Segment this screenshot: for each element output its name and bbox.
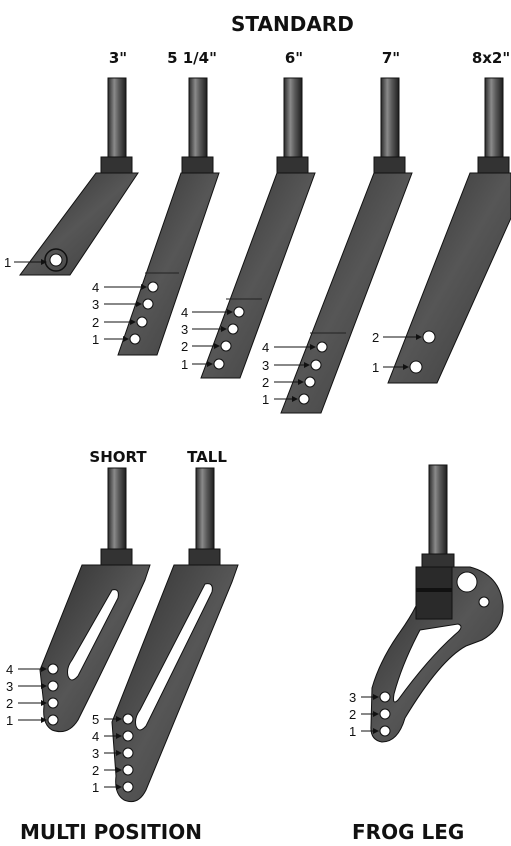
size-label-3in: 3"	[108, 49, 128, 67]
shank-7in: 4 3 2 1	[262, 77, 413, 414]
heading-frog-leg: FROG LEG	[352, 820, 465, 844]
shank-6in: 4 3 2 1	[181, 77, 316, 379]
shank-frog-leg: 3 2 1	[349, 464, 504, 743]
heading-standard: STANDARD	[231, 12, 354, 36]
svg-text:1: 1	[349, 724, 356, 739]
svg-text:3: 3	[6, 679, 13, 694]
shank-multi-short: 4 3 2 1	[6, 467, 151, 733]
svg-text:2: 2	[181, 339, 188, 354]
shank-8x2in: 2 1	[372, 77, 511, 384]
size-label-7in: 7"	[381, 49, 401, 67]
svg-text:3: 3	[349, 690, 356, 705]
svg-text:5: 5	[92, 712, 99, 727]
svg-text:2: 2	[92, 315, 99, 330]
svg-text:2: 2	[349, 707, 356, 722]
svg-text:3: 3	[181, 322, 188, 337]
shank-multi-tall: 5 4 3 2 1	[92, 467, 239, 803]
svg-text:1: 1	[181, 357, 188, 372]
svg-text:3: 3	[92, 297, 99, 312]
svg-text:2: 2	[262, 375, 269, 390]
svg-text:1: 1	[4, 255, 11, 270]
svg-text:2: 2	[372, 330, 379, 345]
size-label-short: SHORT	[89, 448, 147, 466]
svg-text:4: 4	[181, 305, 188, 320]
svg-text:3: 3	[92, 746, 99, 761]
svg-text:2: 2	[92, 763, 99, 778]
svg-text:1: 1	[262, 392, 269, 407]
svg-text:3: 3	[262, 358, 269, 373]
shank-3in: 1	[4, 77, 139, 276]
svg-text:2: 2	[6, 696, 13, 711]
svg-text:1: 1	[92, 332, 99, 347]
svg-text:1: 1	[6, 713, 13, 728]
svg-text:1: 1	[92, 780, 99, 795]
heading-multi-position: MULTI POSITION	[20, 820, 202, 844]
size-label-tall: TALL	[187, 448, 227, 466]
svg-text:4: 4	[92, 729, 99, 744]
svg-text:4: 4	[92, 280, 99, 295]
size-label-6in: 6"	[284, 49, 304, 67]
svg-text:4: 4	[6, 662, 13, 677]
size-label-8x2in: 8x2"	[471, 49, 511, 67]
shank-5-1-4in: 4 3 2 1	[92, 77, 220, 356]
svg-text:1: 1	[372, 360, 379, 375]
size-label-5-1-4in: 5 1/4"	[167, 49, 217, 67]
svg-text:4: 4	[262, 340, 269, 355]
